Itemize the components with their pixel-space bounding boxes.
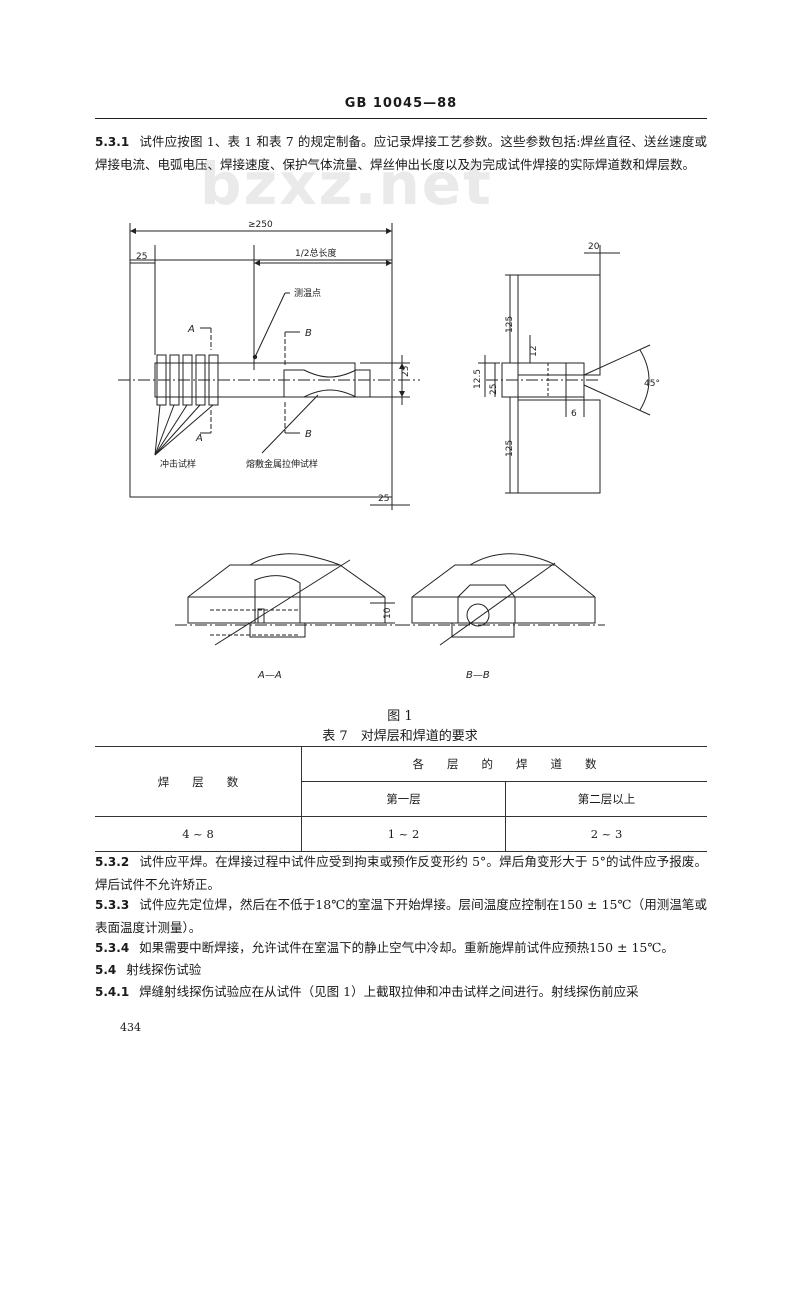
section-number: 5.4.1 (95, 985, 130, 999)
heading-text: 射线探伤试验 (126, 962, 202, 977)
dim-25-left: 25 (136, 252, 147, 262)
dim-10: 10 (383, 607, 393, 619)
paragraph-text: 试件应先定位焊，然后在不低于18℃的室温下开始焊接。层间温度应控制在150 ± … (95, 897, 707, 935)
dim-25-bottom: 25 (378, 494, 389, 504)
figure-1-drawing: ≥250 25 1/2总长度 测温点 A A B B 25 冲击试样 熔敷金属拉… (118, 220, 660, 681)
dim-125-top: 125 (505, 316, 515, 333)
paragraph-text: 试件应平焊。在焊接过程中试件应受到拘束或预作反变形约 5°。焊后角变形大于 5°… (95, 854, 707, 892)
section-number: 5.3.1 (95, 135, 130, 149)
figure-caption: 图 1 (387, 709, 413, 724)
section-label-AA: A—A (257, 670, 282, 681)
table-row: 4 ~ 8 1 ~ 2 2 ~ 3 (95, 816, 707, 852)
label-B-top: B (305, 328, 312, 339)
label-tensile-specimen: 熔敷金属拉伸试样 (246, 458, 318, 470)
subheader-second-layer: 第二层以上 (505, 781, 707, 817)
section-label-BB: B—B (466, 670, 490, 681)
paragraph-text: 焊缝射线探伤试验应在从试件（见图 1）上截取拉伸和冲击试样之间进行。射线探伤前应… (139, 984, 639, 999)
dim-45-degree: 45° (644, 379, 660, 389)
header-passes: 各 层 的 焊 道 数 (301, 746, 707, 782)
dim-12: 12 (529, 346, 539, 357)
dim-25-right: 25 (401, 366, 411, 377)
subheader-first-layer: 第一层 (301, 781, 506, 817)
dim-12-5: 12.5 (473, 369, 483, 389)
dim-6: 6 (571, 409, 577, 419)
heading-5-4: 5.4 射线探伤试验 (95, 959, 707, 982)
paragraph-5-4-1: 5.4.1 焊缝射线探伤试验应在从试件（见图 1）上截取拉伸和冲击试样之间进行。射… (95, 981, 707, 1004)
cell-first: 1 ~ 2 (301, 816, 506, 852)
header-layers: 焊 层 数 (95, 746, 302, 817)
dim-25-side: 25 (489, 384, 499, 395)
label-impact-specimen: 冲击试样 (160, 458, 196, 470)
watermark: bzxz.net (200, 150, 493, 218)
page-number: 434 (120, 1021, 141, 1034)
label-A-top: A (187, 324, 195, 335)
dim-125-bottom: 125 (505, 440, 515, 457)
section-number: 5.3.3 (95, 898, 130, 912)
table-7: 焊 层 数 各 层 的 焊 道 数 第一层 第二层以上 4 ~ 8 1 ~ 2 … (95, 746, 707, 852)
paragraph-text: 试件应按图 1、表 1 和表 7 的规定制备。应记录焊接工艺参数。这些参数包括:… (95, 134, 707, 172)
section-number: 5.4 (95, 963, 117, 977)
header-rule (95, 118, 707, 119)
dim-min-length: ≥250 (248, 220, 273, 230)
label-temp-point: 测温点 (294, 288, 321, 299)
cell-second: 2 ~ 3 (505, 816, 707, 852)
paragraph-text: 如果需要中断焊接，允许试件在室温下的静止空气中冷却。重新施焊前试件应预热150 … (139, 940, 674, 955)
cell-layers: 4 ~ 8 (95, 816, 302, 852)
table-7-title: 表 7 对焊层和焊道的要求 (322, 729, 478, 744)
section-number: 5.3.4 (95, 941, 130, 955)
section-number: 5.3.2 (95, 855, 130, 869)
paragraph-5-3-4: 5.3.4 如果需要中断焊接，允许试件在室温下的静止空气中冷却。重新施焊前试件应预… (95, 937, 707, 960)
label-A-bottom: A (195, 433, 203, 444)
dim-half-length: 1/2总长度 (295, 247, 337, 259)
dim-20: 20 (588, 242, 600, 252)
label-B-bottom: B (305, 429, 312, 440)
document-header: GB 10045—88 (344, 96, 458, 111)
